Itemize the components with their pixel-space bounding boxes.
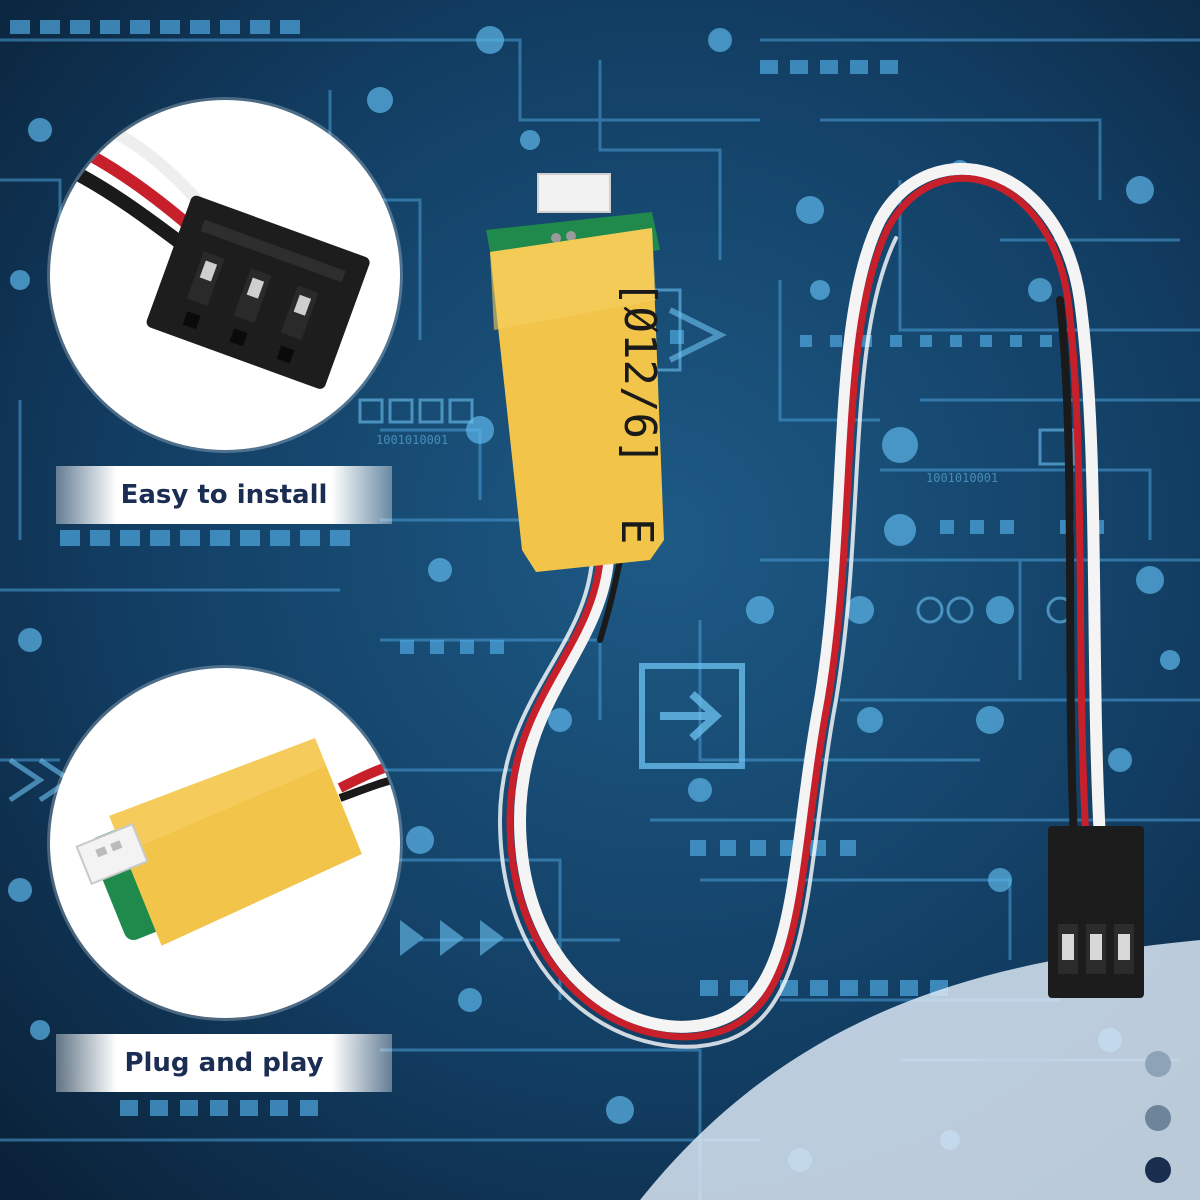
triangle-play-icon <box>400 920 504 956</box>
binary-text-left: 1001010001 <box>376 433 448 447</box>
module-photo <box>75 738 400 946</box>
connector-photo <box>66 124 370 389</box>
module-label-letter: E <box>611 518 662 545</box>
module-closeup <box>50 668 400 1018</box>
caption-easy-to-install: Easy to install <box>56 466 392 524</box>
module-label-code: [Ø12/6] <box>614 280 665 465</box>
light-sweep <box>640 940 1200 1200</box>
cable-loop <box>497 162 1106 1049</box>
connector-closeup <box>50 100 400 450</box>
page-dots <box>1145 1051 1171 1183</box>
product-module: [Ø12/6] E <box>486 162 1144 1049</box>
arrow-right-icon <box>639 663 745 769</box>
caption-plug-and-play: Plug and play <box>56 1034 392 1092</box>
caption-top-text: Easy to install <box>120 480 328 510</box>
caption-bottom-text: Plug and play <box>124 1048 324 1078</box>
binary-text-right: 1001010001 <box>926 471 998 485</box>
